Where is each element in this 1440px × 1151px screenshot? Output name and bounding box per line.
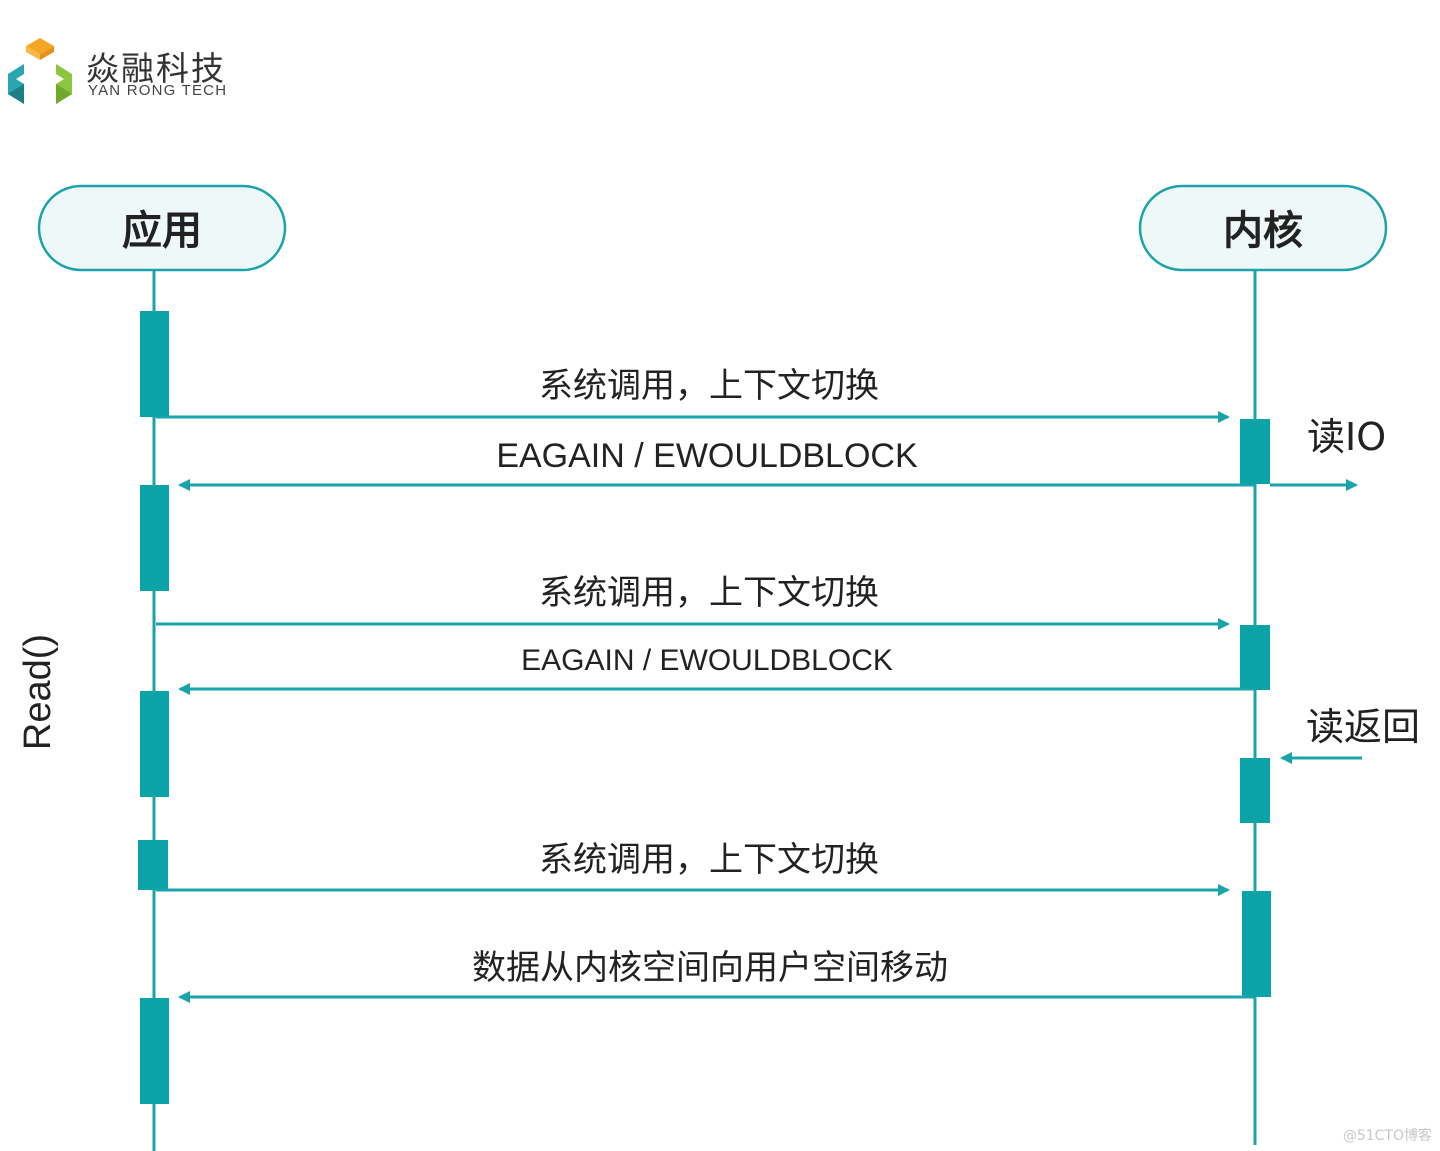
logo-name-cn: 焱融科技 (86, 49, 226, 88)
activation-bar-kernel (1242, 891, 1271, 997)
message-label: 系统调用，上下文切换 (539, 840, 879, 880)
logo-name-en: YAN RONG TECH (88, 82, 228, 99)
company-logo: 焱融科技 YAN RONG TECH (4, 36, 244, 108)
read-call-label: Read() (17, 634, 59, 750)
actor-app: 应用 (37, 184, 287, 272)
message-label: EAGAIN / EWOULDBLOCK (521, 644, 893, 677)
note-read-return: 读返回 (1306, 705, 1420, 749)
message-label: 系统调用，上下文切换 (539, 573, 879, 613)
activation-bar-kernel (1240, 419, 1270, 484)
activation-bar-app (140, 691, 169, 797)
actor-kernel: 内核 (1138, 184, 1388, 272)
activation-bar-app (140, 311, 169, 417)
note-read-io: 读IO (1307, 415, 1386, 459)
actor-kernel-label: 内核 (1223, 208, 1303, 254)
activation-bar-kernel (1240, 625, 1270, 690)
activation-bar-app (140, 485, 169, 591)
watermark: @51CTO博客 (1343, 1127, 1432, 1144)
activation-bar-app (140, 998, 169, 1104)
message-label: 系统调用，上下文切换 (539, 366, 879, 406)
activation-bar-app (138, 840, 168, 890)
message-label: 数据从内核空间向用户空间移动 (472, 948, 948, 988)
logo-icon (8, 38, 72, 104)
actor-app-label: 应用 (122, 208, 202, 254)
message-label: EAGAIN / EWOULDBLOCK (496, 437, 918, 475)
activation-bar-kernel (1240, 758, 1270, 823)
